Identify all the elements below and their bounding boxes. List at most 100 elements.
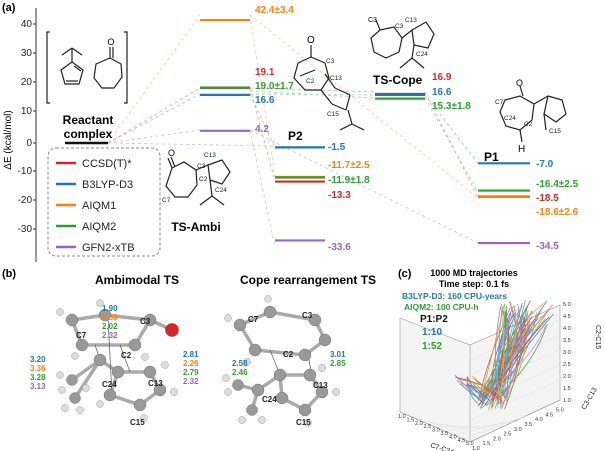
ts-ambi-atom-c3: C3: [197, 163, 206, 170]
cope-atom-c13: C13: [313, 381, 328, 390]
trajectory-line: [457, 378, 496, 393]
x-tick-c: 4.5: [458, 438, 466, 444]
ts-cope-aiqm2-value: 15.3±1.8: [432, 101, 471, 112]
trajectory-line: [496, 323, 517, 399]
ratio-label: P1:P2: [420, 314, 448, 325]
z-axis-label-c: C2-C15: [594, 325, 601, 349]
ts-cope-ccsd-value: 16.9: [432, 72, 452, 83]
trajectory-line: [481, 312, 537, 409]
cope-right-dist-aiqm2: 2.85: [330, 359, 346, 368]
y-tick-c: 4.0: [535, 417, 543, 423]
p1-ccsd-value: -18.5: [536, 193, 559, 204]
trajectory-line: [469, 384, 482, 393]
y-tick-c: 3.0: [514, 427, 522, 433]
y-tick-0: 0: [26, 138, 32, 149]
p2-ccsd-value: -13.3: [328, 190, 351, 201]
ambi-atom-c13: C13: [148, 379, 163, 388]
trajectory-line: [494, 307, 508, 409]
trajectory-line: [491, 312, 507, 408]
p2-atom-c2: C2: [306, 78, 315, 85]
trajectory-line: [485, 324, 548, 407]
cope-atom-c3: C3: [302, 311, 313, 320]
z-tick-c: 1.5: [563, 386, 571, 392]
ts-ambi-label: TS-Ambi: [171, 220, 220, 234]
x-tick-c: 3.5: [441, 431, 449, 437]
x-tick-c: 1.0: [398, 414, 406, 420]
p2-aiqm2-value: -11.9±1.8: [328, 175, 370, 186]
ambi-top-dist-aiqm2: 2.02: [102, 322, 118, 331]
legend-entry-0: CCSD(T)*: [82, 158, 132, 170]
ambi-ts-title: Ambimodal TS: [95, 273, 179, 287]
y-axis-label: ΔE (kcal/mol): [3, 110, 14, 169]
md-trajectories: [454, 300, 554, 410]
ambi-right-dist-gfn2: 2.32: [183, 377, 199, 386]
legend-box: [47, 147, 161, 257]
md-title-1: 1000 MD trajectories: [430, 268, 518, 278]
reactant-label-2: complex: [64, 127, 113, 141]
trajectory-line: [466, 383, 491, 402]
y-tick-30: 30: [21, 48, 33, 59]
reactant-label-1: Reactant: [63, 113, 114, 127]
ts-ambi-ccsd-value: 19.1: [255, 67, 275, 78]
ambi-top-dist-gfn2: 2.32: [102, 331, 118, 340]
p1-atom-c2: C2: [524, 121, 533, 128]
y-tick-c: 3.5: [525, 422, 533, 428]
p2-aiqm1-value: -11.7±2.5: [328, 160, 370, 171]
trajectory-line: [491, 306, 544, 397]
trajectory-line: [459, 383, 485, 404]
z-tick-c: 1.0: [563, 398, 571, 404]
cope-atom-c2: C2: [283, 350, 294, 359]
cope-right-dist-b3lyp: 3.01: [330, 350, 346, 359]
cope-ts-3d-model: [222, 295, 340, 427]
trajectory-line: [499, 312, 505, 398]
ambi-atom-c2: C2: [121, 351, 132, 360]
legend-entry-3: AIQM2: [82, 221, 116, 233]
b3lyp-cost: B3LYP-D3: 160 CPU-years: [402, 291, 507, 301]
reactant-structure: [46, 31, 128, 104]
z-tick-c: 2.5: [563, 362, 571, 368]
p1-atom-c15: C15: [549, 128, 561, 135]
ambi-left-dist-b3lyp: 3.20: [30, 355, 46, 364]
ts-cope-atom-c3: C3: [395, 23, 404, 30]
z-tick-c: 4.5: [563, 314, 571, 320]
ts-ambi-atom-c2: C2: [199, 176, 208, 183]
p2-oxygen: O: [307, 35, 315, 46]
ts-ambi-atom-c7: C7: [162, 197, 171, 204]
ts-ambi-atom-c13: C13: [204, 152, 216, 159]
y-tick-minus20: -20: [18, 195, 33, 206]
y-tick-c: 1.5: [483, 441, 491, 447]
p2-b3lyp-value: -1.5: [328, 142, 346, 153]
p1-structure: [499, 85, 567, 143]
trajectory-line: [482, 324, 547, 393]
md-title-2: Time step: 0.1 fs: [439, 279, 509, 289]
p1-atom-c24: C24: [504, 115, 516, 122]
cope-ts-title: Cope rearrangement TS: [240, 273, 376, 287]
ambi-atom-c7: C7: [76, 331, 87, 340]
p2-atom-c3: C3: [326, 58, 335, 65]
ambi-right-dist-aiqm2: 2.79: [183, 368, 199, 377]
panel-a-label: (a): [2, 2, 16, 14]
reactant-oxygen: O: [107, 37, 114, 47]
ambi-left-dist-gfn2: 3.13: [30, 382, 46, 391]
ts-cope-structure: [370, 19, 435, 69]
trajectory-line: [491, 310, 550, 410]
ts-ambi-gfn2-value: 4.2: [255, 124, 269, 135]
x-tick-c: 2.0: [415, 421, 423, 427]
y-tick-20: 20: [21, 77, 33, 88]
trajectory-line: [478, 317, 524, 407]
cope-atom-c7: C7: [248, 315, 259, 324]
ts-cope-c3-corner: C3: [368, 17, 377, 24]
trajectory-line: [471, 375, 495, 398]
legend-entry-2: AIQM1: [82, 200, 116, 212]
legend-entry-4: GFN2-xTB: [82, 242, 135, 254]
ratio-b3lyp: 1:10: [422, 327, 442, 338]
z-tick-c: 3.0: [563, 350, 571, 356]
ambi-right-dist-aiqm1: 2.26: [183, 359, 199, 368]
p1-aiqm1-value: -18.6±2.6: [536, 207, 579, 218]
x-tick-c: 1.5: [407, 417, 415, 423]
trajectory-line: [456, 380, 485, 399]
p1-label: P1: [484, 150, 499, 164]
y-tick-c: 4.5: [546, 412, 554, 418]
